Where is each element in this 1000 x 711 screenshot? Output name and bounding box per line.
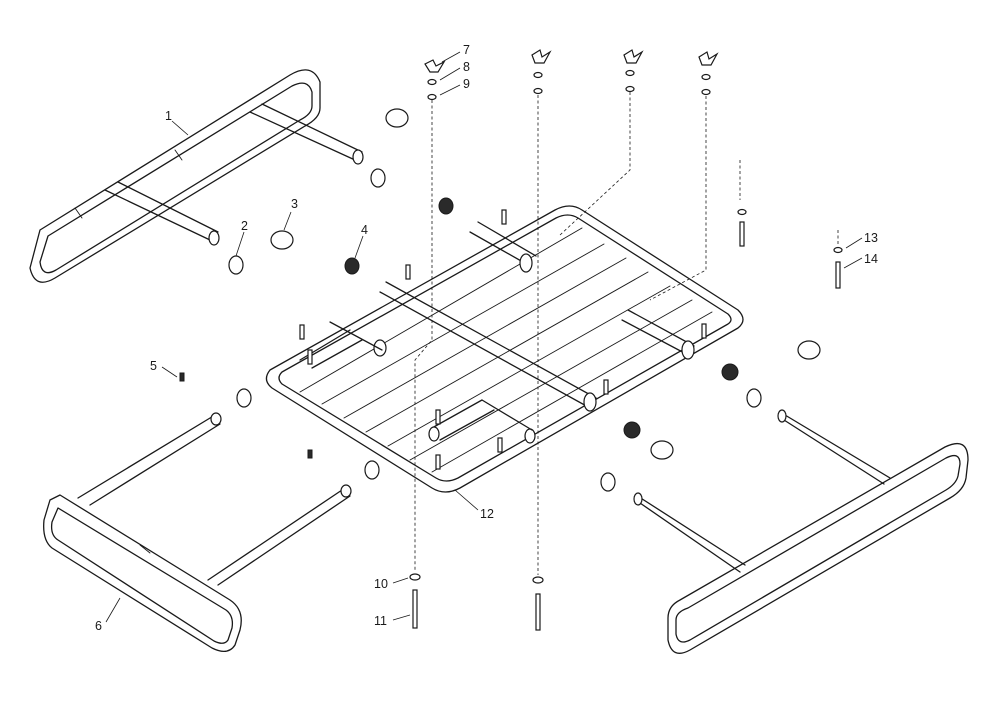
callout-6: 6	[95, 619, 102, 633]
loose-bolts	[179, 208, 843, 631]
callout-9: 9	[463, 77, 470, 91]
center-basket-12	[265, 205, 744, 493]
side-rail-upper-left	[29, 69, 364, 283]
callout-14: 14	[864, 252, 878, 266]
callout-8: 8	[463, 60, 470, 74]
callout-2: 2	[241, 219, 248, 233]
assembly-lines	[414, 92, 839, 575]
callout-11: 11	[374, 614, 387, 628]
callout-13: 13	[864, 231, 878, 245]
callout-leaders	[105, 51, 863, 623]
star-knobs-3	[270, 108, 821, 460]
top-hardware	[424, 49, 719, 101]
callout-4: 4	[361, 223, 368, 237]
basket-bolts	[299, 209, 707, 470]
side-rail-lower-left	[43, 412, 352, 652]
callout-12: 12	[480, 507, 494, 521]
callout-7: 7	[463, 43, 470, 57]
callout-1: 1	[165, 109, 172, 123]
callout-labels: 1 2 3 4 5 6 7 8 9 10 11 12 13 14	[95, 43, 878, 633]
end-plugs-2	[228, 168, 762, 492]
rubber-caps-4	[344, 197, 739, 439]
side-rail-lower-right	[633, 409, 969, 654]
callout-10: 10	[374, 577, 388, 591]
callout-5: 5	[150, 359, 157, 373]
callout-3: 3	[291, 197, 298, 211]
